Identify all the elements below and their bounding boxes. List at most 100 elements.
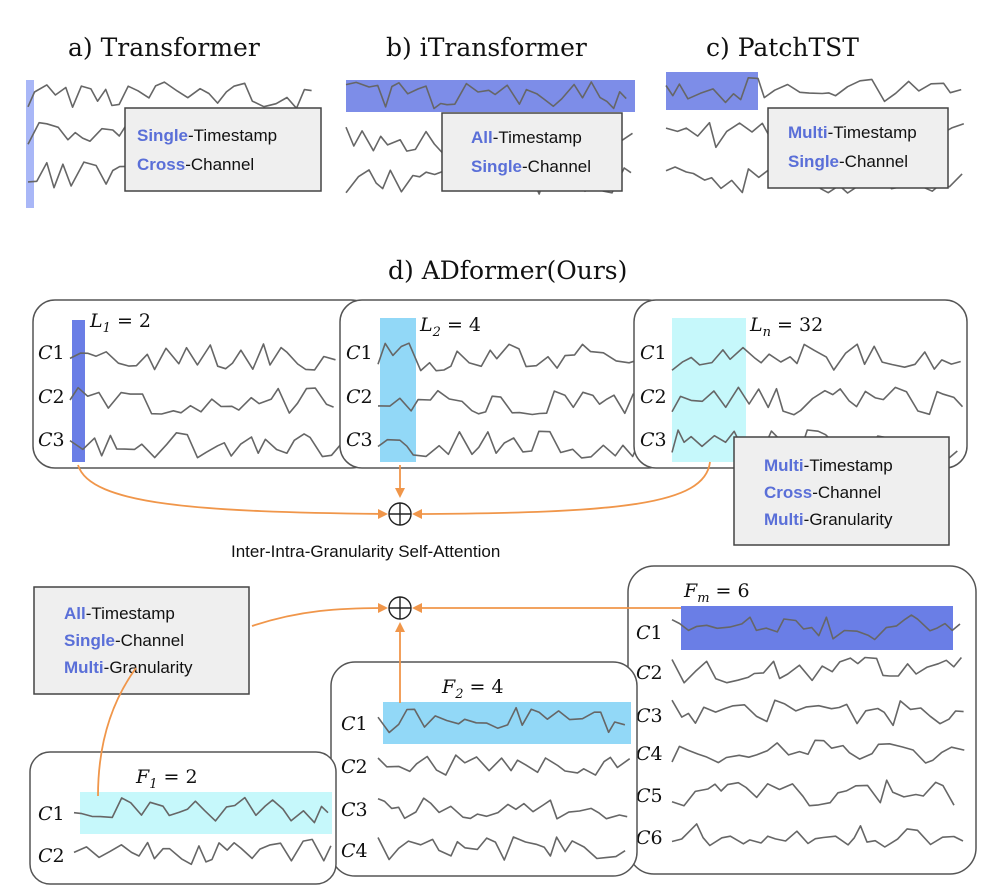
signal-wave — [69, 386, 334, 415]
signal-wave — [377, 342, 639, 372]
kw-cross: Cross — [137, 155, 185, 174]
signal-wave — [377, 754, 631, 776]
inter-arrows — [77, 461, 711, 519]
title-patchtst: c) PatchTST — [706, 33, 859, 62]
signal-wave — [345, 81, 627, 110]
channel-label-c3: C3 — [38, 429, 65, 451]
highlight-F1 — [80, 792, 332, 834]
signal-wave — [73, 796, 329, 824]
granularity-label-l1: L1 = 2 — [89, 310, 151, 336]
svg-text:Multi-Timestamp: Multi-Timestamp — [764, 456, 893, 475]
svg-text:Multi-Granularity: Multi-Granularity — [64, 658, 193, 677]
kw-multi: Multi — [764, 510, 804, 529]
highlight-single-timestamp — [26, 80, 34, 208]
kw-single: Single — [64, 631, 115, 650]
kw-single: Single — [471, 157, 522, 176]
svg-text:Single-Channel: Single-Channel — [788, 152, 908, 171]
signal-wave — [671, 386, 964, 416]
panel-c-patchtst: c) PatchTST Multi-Timestamp Single-Chann… — [665, 33, 965, 194]
signal-wave — [671, 614, 961, 641]
plus-intra — [388, 596, 412, 620]
channel-label-c6: C6 — [636, 827, 663, 849]
signal-wave — [671, 699, 964, 727]
signal-wave — [377, 797, 628, 820]
signal-wave — [377, 387, 650, 416]
signal-wave — [377, 836, 626, 861]
signal-wave — [671, 779, 955, 807]
kw-single: Single — [137, 126, 188, 145]
channel-label-c2: C2 — [38, 386, 65, 408]
channel-label-c3: C3 — [341, 799, 368, 821]
signal-wave — [671, 739, 965, 764]
info-box-b: All-Timestamp Single-Channel — [441, 112, 623, 192]
svg-text:Single-Channel: Single-Channel — [471, 157, 591, 176]
info-box-inter: Multi-Timestamp Cross-Channel Multi-Gran… — [733, 436, 950, 546]
channel-label-c1: C1 — [38, 803, 65, 825]
info-box-a: Single-Timestamp Cross-Channel — [124, 107, 322, 192]
granularity-label-ln: Ln = 32 — [749, 314, 823, 340]
channel-label-c2: C2 — [38, 845, 65, 867]
info-box-intra: All-Timestamp Single-Channel Multi-Granu… — [33, 586, 250, 695]
granularity-label-f1: F1 = 2 — [135, 766, 198, 792]
signal-wave — [671, 823, 964, 848]
signal-wave — [27, 81, 312, 110]
intra-arrows — [97, 603, 681, 797]
channel-label-c4: C4 — [636, 743, 663, 765]
title-itransformer: b) iTransformer — [386, 33, 587, 62]
signal-wave — [377, 430, 650, 459]
kw-all: All — [64, 604, 86, 623]
signal-wave — [377, 706, 626, 734]
svg-text:All-Timestamp: All-Timestamp — [64, 604, 175, 623]
panel-b-itransformer: b) iTransformer All-Timestamp Single-Cha… — [345, 33, 635, 195]
svg-text:Multi-Timestamp: Multi-Timestamp — [788, 123, 917, 142]
channel-label-c1: C1 — [636, 622, 663, 644]
kw-multi: Multi — [64, 658, 104, 677]
highlight-L2 — [380, 318, 416, 462]
channel-label-c1: C1 — [38, 342, 65, 364]
channel-label-c4: C4 — [341, 840, 368, 862]
channel-label-c2: C2 — [341, 756, 368, 778]
svg-text:Cross-Channel: Cross-Channel — [764, 483, 881, 502]
channel-label-c3: C3 — [636, 705, 663, 727]
granularity-label-fm: Fm = 6 — [683, 580, 750, 606]
granularity-label-l2: L2 = 4 — [419, 314, 481, 340]
channel-label-c1: C1 — [346, 342, 373, 364]
svg-text:Cross-Channel: Cross-Channel — [137, 155, 254, 174]
svg-text:All-Timestamp: All-Timestamp — [471, 128, 582, 147]
granularity-label-f2: F2 = 4 — [441, 676, 504, 702]
kw-multi: Multi — [764, 456, 804, 475]
svg-text:Multi-Granularity: Multi-Granularity — [764, 510, 893, 529]
signal-wave — [671, 656, 963, 684]
channel-label-c3: C3 — [346, 429, 373, 451]
svg-text:Single-Timestamp: Single-Timestamp — [137, 126, 277, 145]
signal-wave — [665, 77, 962, 104]
channel-label-c2: C2 — [640, 386, 667, 408]
channel-label-c2: C2 — [636, 662, 663, 684]
kw-cross: Cross — [764, 483, 812, 502]
svg-text:Single-Channel: Single-Channel — [64, 631, 184, 650]
info-box-c: Multi-Timestamp Single-Channel — [767, 107, 949, 189]
highlight-multi-timestamp — [666, 72, 758, 110]
channel-label-c1: C1 — [640, 342, 667, 364]
signal-wave — [69, 432, 343, 459]
panel-a-transformer: a) Transformer Single-Timestamp Cross-Ch… — [26, 33, 322, 208]
signal-wave — [69, 343, 336, 371]
channel-label-c3: C3 — [640, 429, 667, 451]
highlight-L1 — [72, 320, 85, 462]
title-transformer: a) Transformer — [68, 33, 260, 62]
channel-label-c2: C2 — [346, 386, 373, 408]
signal-wave — [73, 838, 332, 866]
channel-label-c1: C1 — [341, 713, 368, 735]
highlight-F2 — [383, 702, 631, 744]
channel-label-c5: C5 — [636, 785, 663, 807]
kw-single: Single — [788, 152, 839, 171]
signal-wave — [671, 343, 961, 371]
title-adformer: d) ADformer(Ours) — [388, 256, 627, 285]
plus-inter — [388, 502, 412, 526]
